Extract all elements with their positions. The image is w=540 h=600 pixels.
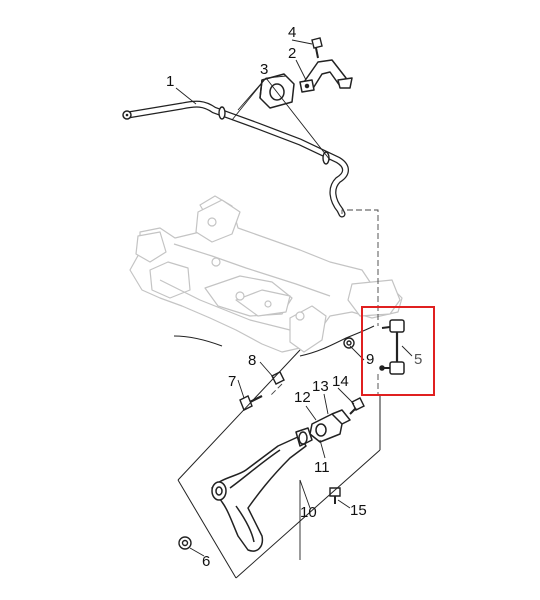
brake-line <box>173 325 375 357</box>
callout-5: 5 <box>414 351 423 368</box>
callout-9: 9 <box>366 351 375 368</box>
callout-1: 1 <box>166 73 175 90</box>
assembly-frame <box>177 349 381 579</box>
stabilizer-bracket <box>299 59 353 93</box>
callout-7: 7 <box>228 373 237 390</box>
callout-4: 4 <box>288 24 297 41</box>
callout-13: 13 <box>312 378 329 395</box>
callout-3: 3 <box>260 61 269 78</box>
stabilizer-link <box>379 319 405 375</box>
pivot-bolt <box>239 395 263 411</box>
highlight-box <box>361 306 435 396</box>
callout-8: 8 <box>248 352 257 369</box>
front-subframe <box>129 195 403 353</box>
pivot-nut <box>271 371 285 385</box>
washer <box>343 337 355 349</box>
rear-bushing-clamp <box>309 409 351 443</box>
clamp-bolt <box>349 397 365 415</box>
callout-14: 14 <box>332 373 349 390</box>
callout-2: 2 <box>288 45 297 62</box>
callout-12: 12 <box>294 389 311 406</box>
callout-15: 15 <box>350 502 367 519</box>
stabilizer-bar <box>122 100 349 218</box>
callout-10: 10 <box>300 504 317 521</box>
arm-bushing <box>178 536 192 550</box>
bracket-bolt <box>311 37 323 59</box>
callout-6: 6 <box>202 553 211 570</box>
leader-lines <box>175 39 413 560</box>
callout-11: 11 <box>314 459 330 476</box>
lower-control-arm <box>211 427 313 552</box>
connection-lines <box>269 209 379 397</box>
